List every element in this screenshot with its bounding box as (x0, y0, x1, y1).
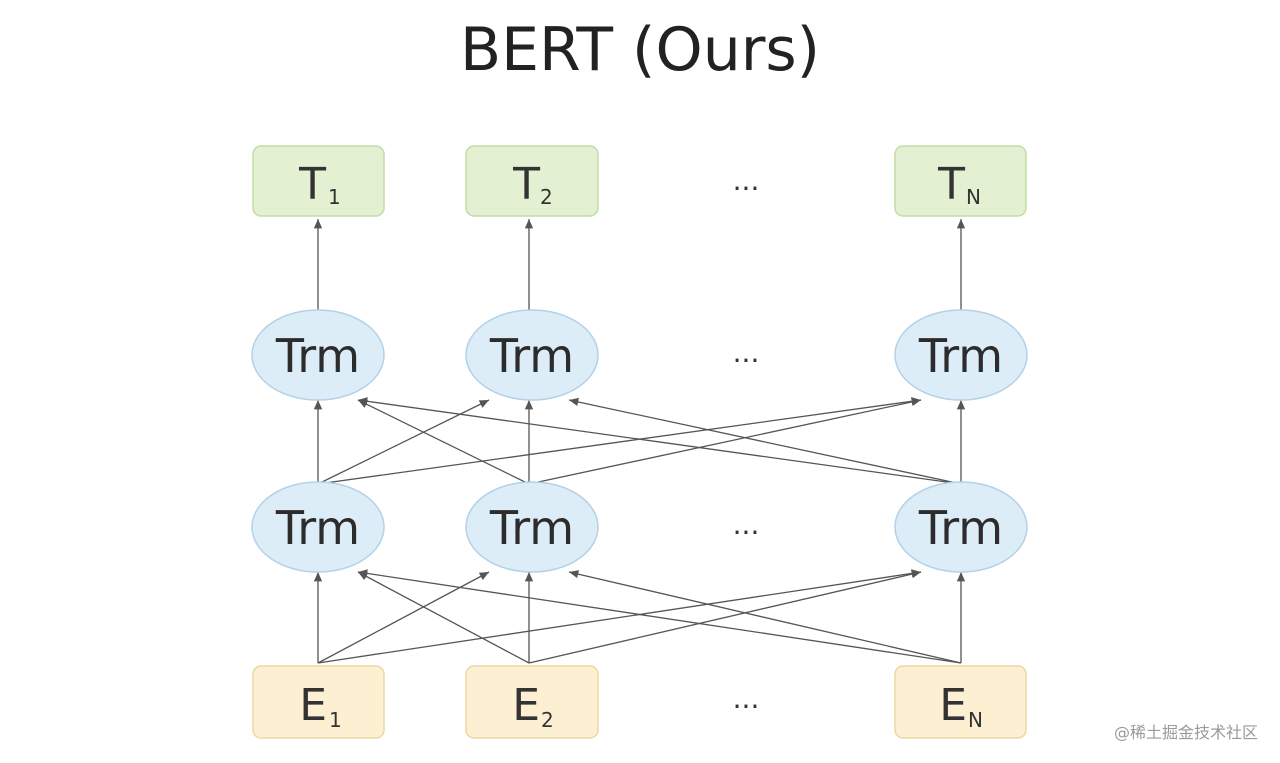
output-token-2-letter: T (512, 159, 540, 210)
trm-upper-1: Trm (251, 309, 385, 401)
trm-lower-1-label: Trm (275, 501, 360, 555)
output-token-n-subscript: N (966, 185, 981, 209)
edge-trm-lower-to-trm-upper-3-1 (357, 397, 962, 485)
trm-lower-2: Trm (465, 481, 599, 573)
edges (313, 219, 966, 664)
trm-upper-1-label: Trm (275, 329, 360, 383)
edge-trm-lower-to-trm-upper-2-3 (528, 397, 922, 485)
trm-lower-n: Trm (894, 481, 1028, 573)
ellipsis-outputs: ... (733, 164, 760, 197)
input-embedding-1: E 1 (252, 665, 385, 739)
input-embedding-1-subscript: 1 (329, 708, 342, 732)
edge-embed-to-trm-lower-3-1 (357, 569, 962, 664)
trm-upper-n: Trm (894, 309, 1028, 401)
input-embedding-2: E 2 (465, 665, 599, 739)
output-token-2-subscript: 2 (540, 185, 553, 209)
input-embedding-2-subscript: 2 (541, 708, 554, 732)
diagram-title: BERT (Ours) (460, 15, 820, 85)
output-token-1-letter: T (298, 159, 326, 210)
edge-embed-to-trm-lower-2-1 (357, 571, 530, 664)
trm-upper-2: Trm (465, 309, 599, 401)
edge-trm-lower-to-trm-upper-2-1 (357, 399, 530, 485)
input-embedding-1-letter: E (299, 680, 327, 731)
output-token-n-letter: T (937, 159, 965, 210)
input-embedding-n-letter: E (939, 680, 967, 731)
trm-upper-2-label: Trm (489, 329, 574, 383)
output-token-1: T 1 (252, 145, 385, 217)
watermark: @稀土掘金技术社区 (1114, 723, 1258, 742)
edge-trm-lower-to-trm-upper-1-2 (317, 399, 490, 485)
ellipsis-trm-lower: ... (733, 508, 760, 541)
edge-embed-to-trm-lower-3-2 (568, 570, 962, 664)
edge-trm-lower-to-trm-upper-1-3 (317, 397, 922, 485)
edge-embed-to-trm-lower-2-3 (528, 570, 922, 664)
trm-lower-n-label: Trm (918, 501, 1003, 555)
edge-trm-lower-to-trm-upper-3-2 (568, 397, 962, 485)
trm-lower-1: Trm (251, 481, 385, 573)
input-embedding-n-subscript: N (968, 708, 983, 732)
output-token-n: T N (894, 145, 1027, 217)
edge-embed-to-trm-lower-1-2 (317, 571, 490, 664)
output-token-2: T 2 (465, 145, 599, 217)
trm-upper-n-label: Trm (918, 329, 1003, 383)
output-token-1-subscript: 1 (328, 185, 341, 209)
ellipsis-trm-upper: ... (733, 336, 760, 369)
input-embedding-n: E N (894, 665, 1027, 739)
input-embedding-2-letter: E (512, 680, 540, 731)
edge-embed-to-trm-lower-1-3 (317, 569, 922, 664)
trm-lower-2-label: Trm (489, 501, 574, 555)
ellipsis-inputs: ... (733, 682, 760, 715)
